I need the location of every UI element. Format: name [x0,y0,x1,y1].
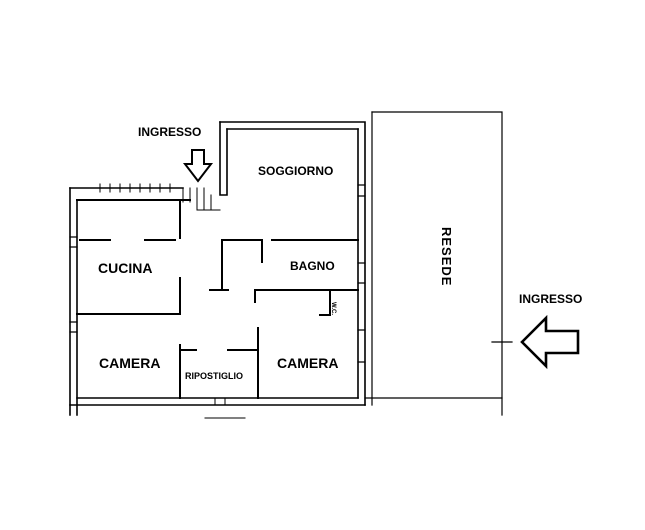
entrance-label-top: INGRESSO [138,125,202,139]
entry-landing [99,183,221,211]
interior-walls [76,199,359,399]
resede-boundary [364,111,513,416]
room-label-ripostiglio: RIPOSTIGLIO [185,371,244,381]
entrance-arrow-down-icon [182,149,214,183]
room-label-camera-left: CAMERA [99,355,161,371]
entrance-arrow-left-icon [520,314,580,370]
room-label-bagno: BAGNO [290,259,335,273]
room-label-soggiorno: SOGGIORNO [258,164,334,178]
room-label-wc: W.C. [330,302,336,315]
area-label-resede: RESEDE [439,227,454,287]
bottom-wall-marks [204,397,246,419]
windows-left [69,184,366,363]
room-label-cucina: CUCINA [98,260,153,276]
room-label-camera-right: CAMERA [277,355,339,371]
entrance-label-right: INGRESSO [519,292,583,306]
